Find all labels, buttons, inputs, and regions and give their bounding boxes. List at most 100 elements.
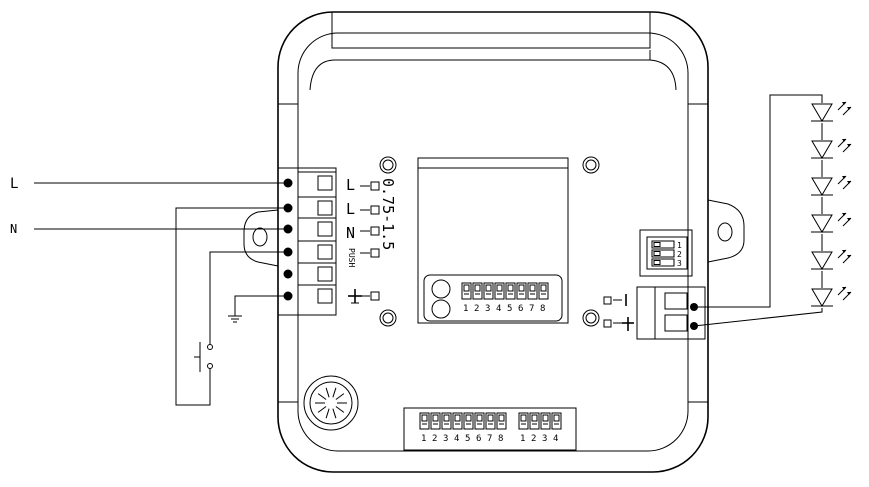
- dip-module-switch-2[interactable]: 2: [472, 282, 483, 314]
- screw-top-left: [379, 156, 397, 174]
- dip-bottom-b-switch-4[interactable]: 4: [551, 412, 562, 444]
- neutral-label: N: [10, 222, 17, 236]
- dip-module-switch-5[interactable]: 5: [505, 282, 516, 314]
- terminal-marker-2: [360, 205, 380, 215]
- screw-bottom-right: [582, 309, 600, 327]
- vent-grille: [303, 375, 359, 431]
- dip-module-label: 1: [463, 304, 468, 314]
- led-diode-icon: [811, 101, 852, 123]
- dip-module-label: 7: [529, 304, 534, 314]
- dip-bottom-a-label: 4: [454, 434, 459, 444]
- dip-bottom-a-switch-1[interactable]: 1: [419, 412, 430, 444]
- terminal-label-push: PUSH: [347, 248, 356, 267]
- terminal-screw-4: [283, 240, 336, 260]
- terminal-marker-4: [360, 248, 380, 258]
- mounting-ear-left: [243, 209, 279, 267]
- terminal-screw-1: [283, 171, 336, 191]
- polarity-markers: [603, 294, 634, 331]
- line-label: L: [10, 176, 18, 192]
- screw-bottom-left: [379, 309, 397, 327]
- dip-bottom-a-label: 7: [487, 434, 492, 444]
- dip-bottom-b-label: 4: [553, 434, 558, 444]
- side-dip-label: 3: [677, 259, 682, 268]
- terminal-screw-6: [283, 284, 336, 304]
- led-diode-icon: [811, 249, 852, 271]
- ground-icon: [228, 315, 242, 323]
- dip-module-switch-8[interactable]: 8: [538, 282, 549, 314]
- dip-module-switch-1[interactable]: 1: [461, 282, 472, 314]
- dip-bottom-a-switch-6[interactable]: 6: [474, 412, 485, 444]
- dip-bottom-a-switch-7[interactable]: 7: [485, 412, 496, 444]
- dip-bottom-a-label: 8: [498, 434, 503, 444]
- side-dip-switch-2[interactable]: 2: [651, 249, 682, 259]
- dip-bottom-a-switch-5[interactable]: 5: [463, 412, 474, 444]
- terminal-labels: L L N PUSH 0.75-1.5: [346, 176, 397, 304]
- dip-module-switch-3[interactable]: 3: [483, 282, 494, 314]
- left-terminal-block: [277, 167, 337, 316]
- terminal-marker-1: [360, 181, 380, 191]
- vent-slot: [335, 393, 345, 400]
- device-housing: [277, 11, 709, 473]
- vent-slot: [325, 408, 330, 419]
- dip-module-label: 5: [507, 304, 512, 314]
- dip-bottom-b-switch-2[interactable]: 2: [529, 412, 540, 444]
- dip-bottom-a-label: 6: [476, 434, 481, 444]
- dip-module-switch-7[interactable]: 7: [527, 282, 538, 314]
- dip-bottom-a-label: 2: [432, 434, 437, 444]
- led-diode-icon: [811, 138, 852, 160]
- dip-bottom-b-label: 3: [542, 434, 547, 444]
- led-string: [693, 94, 852, 327]
- terminal-screw-3: [283, 217, 336, 237]
- terminal-label-n: N: [346, 224, 355, 242]
- side-dip-switch: 123: [639, 229, 693, 277]
- side-dip-switch-3[interactable]: 3: [651, 258, 682, 268]
- mounting-screws: [379, 156, 600, 327]
- dip-module-label: 2: [474, 304, 479, 314]
- dip-bottom-b-switch-1[interactable]: 1: [518, 412, 529, 444]
- dip-module-label: 3: [485, 304, 490, 314]
- led-diode-icon: [811, 212, 852, 234]
- output-rating-label: 0.75-1.5: [379, 178, 397, 250]
- terminal-label-l1: L: [346, 176, 355, 194]
- dip-bottom-b-label: 1: [520, 434, 525, 444]
- vent-slot: [317, 393, 327, 400]
- side-dip-label: 2: [677, 250, 682, 259]
- dip-bottom-a-switch-3[interactable]: 3: [441, 412, 452, 444]
- dip-module-label: 6: [518, 304, 523, 314]
- dip-bottom-a-switch-2[interactable]: 2: [430, 412, 441, 444]
- terminal-marker-5: [360, 291, 380, 301]
- dip-bottom-b-switch-3[interactable]: 3: [540, 412, 551, 444]
- bottom-dip-frame: [403, 407, 577, 451]
- dip-bottom-a-switch-4[interactable]: 4: [452, 412, 463, 444]
- side-dip-label: 1: [677, 241, 682, 250]
- terminal-screw-2: [283, 196, 336, 216]
- push-return-wire: [209, 251, 288, 344]
- terminal-label-l2: L: [346, 200, 355, 218]
- push-button-switch-icon: [194, 342, 213, 372]
- led-diode-icon: [811, 175, 852, 197]
- mains-wiring: L N: [10, 176, 288, 406]
- dip-bottom-a-label: 3: [443, 434, 448, 444]
- led-diode-icon: [811, 286, 852, 308]
- earth-wire: [234, 295, 288, 316]
- dip-module-label: 8: [540, 304, 545, 314]
- dip-module-switch-6[interactable]: 6: [516, 282, 527, 314]
- line-jumper-wire: [175, 207, 288, 229]
- dip-module-switch-4[interactable]: 4: [494, 282, 505, 314]
- dip-bottom-a-label: 5: [465, 434, 470, 444]
- vent-slot: [332, 408, 337, 419]
- terminal-marker-3: [360, 226, 380, 236]
- vent-slot: [325, 387, 330, 398]
- output-terminal-block: [636, 286, 706, 340]
- dip-bottom-a-switch-8[interactable]: 8: [496, 412, 507, 444]
- dip-module-label: 4: [496, 304, 501, 314]
- vent-slot: [332, 387, 337, 398]
- dip-bottom-a-label: 1: [421, 434, 426, 444]
- central-module: [417, 157, 569, 324]
- side-dip-switch-1[interactable]: 1: [651, 240, 682, 250]
- switch-feed-wire: [175, 229, 211, 406]
